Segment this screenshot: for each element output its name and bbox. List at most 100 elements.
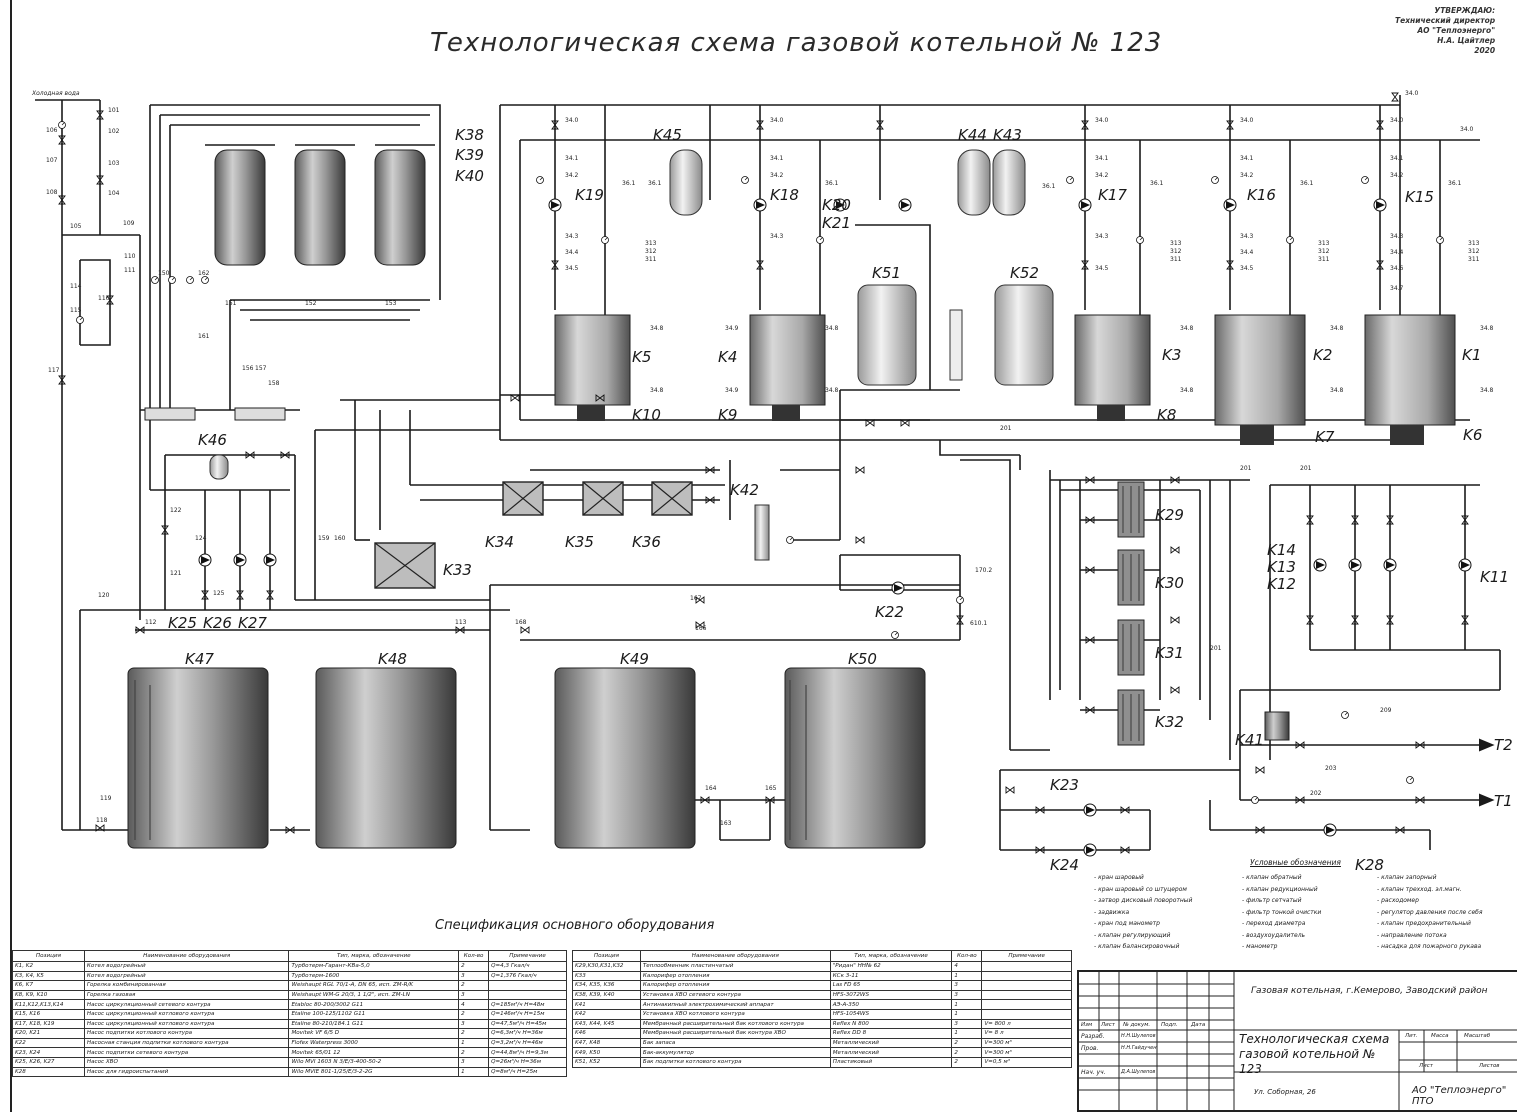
tag: 34.7: [1390, 285, 1404, 292]
spec-header: Тип, марка, обозначение: [288, 950, 460, 962]
stamp-name: Н.Н.Шулепов: [1121, 1033, 1156, 1039]
label-k4: K4: [718, 348, 737, 366]
tag: 34.8: [825, 387, 839, 394]
label-k1: K1: [1462, 346, 1481, 364]
label-k13: K13: [1267, 558, 1296, 576]
tag: 153: [385, 300, 397, 307]
legend-item: - клапан редукционный: [1242, 885, 1318, 893]
tag: 36.1: [1448, 180, 1462, 187]
tag: 313: [1170, 240, 1182, 247]
tag: 113: [455, 619, 467, 626]
tag: 34.1: [1095, 155, 1109, 162]
tag: 107: [46, 157, 58, 164]
legend-item: - клапан предохранительный: [1377, 920, 1471, 927]
tag: 34.8: [1180, 325, 1194, 332]
label-k46: K46: [198, 431, 227, 449]
label-k51: K51: [872, 264, 901, 282]
boiler-k5: [554, 314, 631, 421]
label-k40: K40: [455, 167, 484, 185]
tag: 34.6: [1390, 265, 1404, 272]
legend-column: - клапан запорный - клапан трехход. эл.м…: [1377, 874, 1517, 955]
stamp-header: Изм: [1081, 1022, 1093, 1028]
tag: 105: [70, 223, 82, 230]
sheet-frame-left: [10, 0, 12, 1112]
label-k18: K18: [770, 186, 799, 204]
tag: 311: [1170, 256, 1182, 263]
tag: 202: [1310, 790, 1322, 797]
label-k49: K49: [620, 650, 649, 668]
tag: 34.1: [770, 155, 784, 162]
tag: 164: [705, 785, 717, 792]
tag: 312: [1468, 248, 1480, 255]
spec-header: Наименование оборудования: [83, 950, 290, 962]
label-k50: K50: [848, 650, 877, 668]
label-k10: K10: [632, 406, 661, 424]
tag: 119: [100, 795, 112, 802]
label-k48: K48: [378, 650, 407, 668]
tag: 203: [1325, 765, 1337, 772]
legend-item: - клапан балансировочный: [1094, 943, 1180, 950]
tag: 34.4: [1240, 249, 1254, 256]
spec-header: Тип, марка, обозначение: [829, 950, 953, 962]
tag: 161: [198, 333, 210, 340]
legend-item: - кран под манометр: [1094, 920, 1160, 927]
spec-header: Примечание: [488, 950, 567, 962]
label-k9: K9: [718, 406, 737, 424]
tag: 34.2: [1390, 172, 1404, 179]
tag: 156: [242, 365, 254, 372]
stamp-name: Д.А.Шулепов: [1121, 1069, 1156, 1075]
tag: 34.3: [565, 233, 579, 240]
legend-item: - клапан запорный: [1377, 874, 1437, 881]
label-k42: K42: [730, 481, 759, 499]
label-k26: K26: [203, 614, 232, 632]
tag: 159: [318, 535, 330, 542]
label-k5: K5: [632, 348, 651, 366]
tag: 34.3: [1390, 233, 1404, 240]
tag: 34.8: [1480, 325, 1494, 332]
label-k52: K52: [1010, 264, 1039, 282]
label-k34: K34: [485, 533, 514, 551]
tag: 36.1: [825, 180, 839, 187]
legend-item: - насадка для пожарного рукава: [1377, 943, 1482, 950]
label-k20: K20: [822, 196, 851, 214]
legend-item: - воздухоудалитель: [1242, 931, 1306, 939]
spec-header: Кол-во: [951, 950, 983, 962]
tag: 312: [1170, 248, 1182, 255]
tag: 34.9: [725, 387, 739, 394]
tag: 117: [48, 367, 60, 374]
boiler-k2: [1214, 314, 1306, 445]
label-k12: K12: [1267, 575, 1296, 593]
tag: 151: [225, 300, 237, 307]
label-cold-water: Холодная вода: [31, 90, 80, 97]
tag: 34.2: [1240, 172, 1254, 179]
label-k16: K16: [1247, 186, 1276, 204]
label-k35: K35: [565, 533, 594, 551]
tag: 120: [98, 592, 110, 599]
tag: 170.2: [975, 567, 992, 574]
tag: 168: [515, 619, 527, 626]
tag: 311: [1468, 256, 1480, 263]
label-k33: K33: [443, 561, 472, 579]
tag: 165: [765, 785, 777, 792]
boiler-k4: [749, 314, 826, 421]
tag: 201: [1240, 465, 1252, 472]
spec-header: Кол-во: [458, 950, 490, 962]
label-k6: K6: [1463, 426, 1482, 444]
stamp-name: Н.Н.Гайдучен: [1121, 1045, 1157, 1051]
tag: 201: [1000, 425, 1012, 432]
tag: 34.4: [1390, 249, 1404, 256]
tag: 34.0: [1240, 117, 1254, 124]
tag: 152: [305, 300, 317, 307]
